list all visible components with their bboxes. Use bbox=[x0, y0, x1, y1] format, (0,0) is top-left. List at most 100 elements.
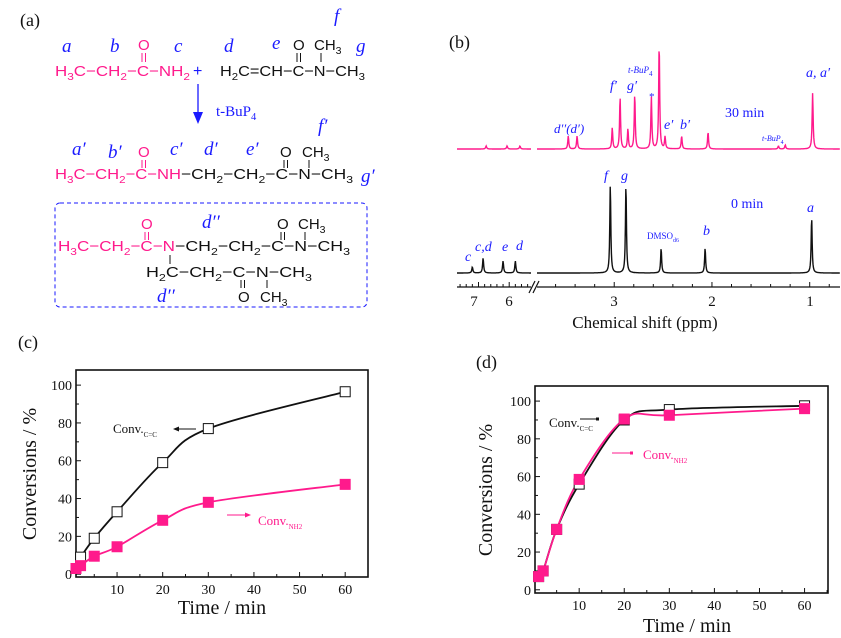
carbonyl-oxygen: O bbox=[141, 216, 153, 233]
x-tick-label: 50 bbox=[752, 599, 766, 614]
formula-text: t-BuP bbox=[216, 104, 251, 120]
label-a: a bbox=[62, 36, 72, 57]
formula-text: −CH bbox=[223, 166, 258, 183]
spectrum-trace-30min bbox=[457, 144, 531, 150]
formula-subscript: 3 bbox=[282, 297, 288, 309]
n-methyl: CH3​ bbox=[260, 289, 288, 309]
legend-line-cc bbox=[580, 417, 599, 421]
series-label-30min: 30 min bbox=[725, 106, 764, 121]
bis-adduct-chain-2: H2​C−CH2​−C−N−CH3​ bbox=[146, 264, 312, 284]
legend-conv-nh2: Conv.NH2 bbox=[643, 447, 688, 465]
formula-subscript: 2 bbox=[232, 71, 239, 83]
formula-subscript: 3 bbox=[320, 224, 326, 236]
n-methyl: CH3​ bbox=[314, 37, 342, 57]
nmr-spectra bbox=[457, 51, 840, 274]
legend-text: Conv. bbox=[113, 421, 144, 436]
series-line-C=C bbox=[537, 404, 805, 578]
bis-adduct-amide-part: H3​C−CH2​−C−N bbox=[58, 238, 175, 258]
y-tick-label: 80 bbox=[58, 417, 72, 432]
data-point-NH2 bbox=[551, 523, 563, 535]
y-tick-label: 80 bbox=[517, 433, 531, 448]
formula-text: −C−N bbox=[130, 238, 175, 255]
formula-subscript: 2 bbox=[259, 174, 266, 186]
peak-label-g-prime: g′ bbox=[627, 79, 638, 94]
n-methyl: CH3​ bbox=[298, 216, 326, 236]
peak-label-b: b bbox=[703, 224, 710, 239]
arrow-right-icon bbox=[227, 512, 251, 518]
panel-a-label: (a) bbox=[20, 10, 40, 31]
formula-subscript: 2 bbox=[120, 71, 127, 83]
x-tick-label: 40 bbox=[707, 599, 721, 614]
peak-label-a: a bbox=[807, 201, 814, 216]
formula-subscript: 4 bbox=[251, 112, 257, 123]
formula-subscript: 2 bbox=[124, 246, 131, 258]
formula-subscript: 2 bbox=[254, 246, 261, 258]
y-axis-title: Conversions / % bbox=[19, 408, 41, 540]
formula-text: −C−N−CH bbox=[222, 264, 305, 281]
peak-label-tbup4: t-BuP4 bbox=[628, 65, 653, 78]
carbonyl-oxygen: O bbox=[293, 37, 305, 54]
formula-subscript: 2 bbox=[215, 272, 222, 284]
peak-label-sub: 4 bbox=[781, 140, 784, 146]
panel-b-label: (b) bbox=[449, 32, 470, 53]
legend-text: Conv. bbox=[643, 447, 674, 462]
formula-subscript: 3 bbox=[67, 174, 74, 186]
formula-subscript: 3 bbox=[70, 246, 77, 258]
peak-label-b-prime: b′ bbox=[680, 118, 691, 133]
formula-subscript: 3 bbox=[336, 45, 342, 57]
bis-adduct-chain-1: −CH2​−CH2​−C−N−CH3​ bbox=[175, 238, 350, 258]
legend-sub: NH2 bbox=[289, 523, 303, 531]
spectrum-trace-30min bbox=[537, 51, 840, 150]
x-tick-label: 60 bbox=[338, 583, 352, 598]
panel-b-nmr: (b) 7 6 3 2 1 Chemical shift (ppm) 30 mi… bbox=[449, 32, 840, 332]
n-methyl: CH3​ bbox=[302, 144, 330, 164]
formula-text: −C−N−CH bbox=[265, 166, 346, 183]
peak-label-c: c bbox=[465, 250, 472, 265]
formula-text: −C−NH bbox=[126, 166, 181, 183]
y-tick-label: 20 bbox=[58, 530, 72, 545]
carbonyl-oxygen: O bbox=[138, 144, 150, 161]
legend-conv-nh2: Conv.NH2 bbox=[258, 513, 303, 531]
x-tick-label: 20 bbox=[617, 599, 631, 614]
x-tick-label: 3 bbox=[610, 294, 618, 310]
legend-text: Conv. bbox=[549, 415, 580, 430]
peak-label-d-double-prime: d′′(d′) bbox=[554, 121, 584, 136]
spectrum-trace-0min bbox=[457, 258, 531, 274]
reactant-dmaa: H2​C=CH−C−N−CH3​ bbox=[220, 63, 365, 83]
y-tick-label: 0 bbox=[65, 568, 72, 583]
data-point-C=C bbox=[111, 506, 123, 518]
x-axis-title: Time / min bbox=[643, 615, 731, 637]
peak-label-dmso: DMSOd6 bbox=[647, 231, 679, 244]
formula-text: CH bbox=[314, 37, 336, 54]
y-tick-label: 0 bbox=[524, 584, 531, 599]
label-f-prime: f′ bbox=[318, 116, 328, 137]
label-b-prime: b′ bbox=[108, 142, 123, 163]
formula-text: −CH bbox=[218, 238, 254, 255]
label-d: d bbox=[224, 36, 234, 57]
legend-sub: NH2 bbox=[674, 457, 688, 465]
formula-text: C=CH−C−N−CH bbox=[238, 63, 359, 80]
formula-subscript: 2 bbox=[211, 246, 218, 258]
side-product-box bbox=[54, 202, 368, 308]
catalyst-label: t-BuP4​ bbox=[216, 104, 257, 123]
formula-text: −C−NH bbox=[127, 63, 183, 80]
data-point-NH2 bbox=[799, 403, 811, 415]
spectrum-trace-0min bbox=[537, 186, 840, 274]
nmr-x-axis bbox=[457, 280, 840, 294]
series-line-C=C bbox=[79, 390, 346, 558]
label-d-double-prime: d′′ bbox=[202, 212, 221, 233]
product-amide-part: H3​C−CH2​−C−NH bbox=[55, 166, 181, 186]
carbonyl-oxygen: O bbox=[138, 37, 150, 54]
peak-label-c-d: c,d bbox=[475, 240, 493, 255]
formula-subscript: 3 bbox=[324, 152, 330, 164]
x-tick-label: 30 bbox=[662, 599, 676, 614]
label-a-prime: a′ bbox=[72, 139, 87, 160]
x-tick-label: 60 bbox=[798, 599, 812, 614]
formula-text: CH bbox=[302, 144, 324, 161]
formula-subscript: 3 bbox=[67, 71, 74, 83]
peak-label-g: g bbox=[621, 169, 628, 184]
